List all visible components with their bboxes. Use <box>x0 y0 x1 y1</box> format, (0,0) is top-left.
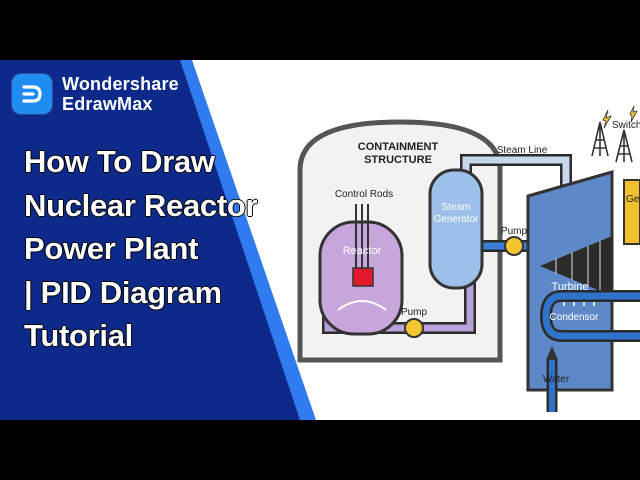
thumbnail-stage: CONTAINMENT STRUCTURE Control Rods React… <box>0 60 640 420</box>
turbine-blades <box>540 236 612 296</box>
steam-generator-label: Generator <box>433 214 479 225</box>
secondary-pump <box>504 236 524 256</box>
video-title: How To Draw Nuclear Reactor Power Plant … <box>24 140 324 358</box>
primary-pump <box>404 318 424 338</box>
title-line: Nuclear Reactor <box>24 187 258 223</box>
brand-panel <box>0 60 316 420</box>
generator-label: Ge <box>626 194 640 205</box>
turbine-label: Turbine <box>552 281 589 293</box>
containment-label: STRUCTURE <box>364 154 432 166</box>
title-line: | PID Diagram <box>24 274 222 310</box>
edrawmax-logo-icon <box>12 74 52 114</box>
generator <box>623 179 640 245</box>
steam-generator-label: Steam <box>442 202 471 213</box>
brand-logo: Wondershare EdrawMax <box>12 74 179 114</box>
containment-label: CONTAINMENT <box>358 141 439 153</box>
steam-line-label: Steam Line <box>497 145 548 156</box>
title-line: How To Draw <box>24 144 215 179</box>
panel-background <box>0 60 300 420</box>
nuclear-plant-diagram: CONTAINMENT STRUCTURE Control Rods React… <box>297 105 640 412</box>
reactor-core <box>352 267 374 287</box>
pump-label: Pump <box>401 307 428 318</box>
steam-generator <box>428 168 484 290</box>
water-label: Water <box>543 374 570 385</box>
control-rods-label: Control Rods <box>335 189 393 200</box>
title-line: Power Plant <box>24 231 199 266</box>
switchyard-towers <box>591 121 633 163</box>
brand-name-line1: Wondershare <box>62 74 179 94</box>
condenser-label: Condensor <box>550 312 600 323</box>
pump-label: Pump <box>501 226 528 237</box>
title-line: Tutorial <box>24 318 133 353</box>
reactor-label: Reactor <box>343 245 382 257</box>
lightning-icon <box>602 105 638 129</box>
switchyard-label: Switchy <box>612 120 640 131</box>
brand-name-line2: EdrawMax <box>62 94 153 114</box>
